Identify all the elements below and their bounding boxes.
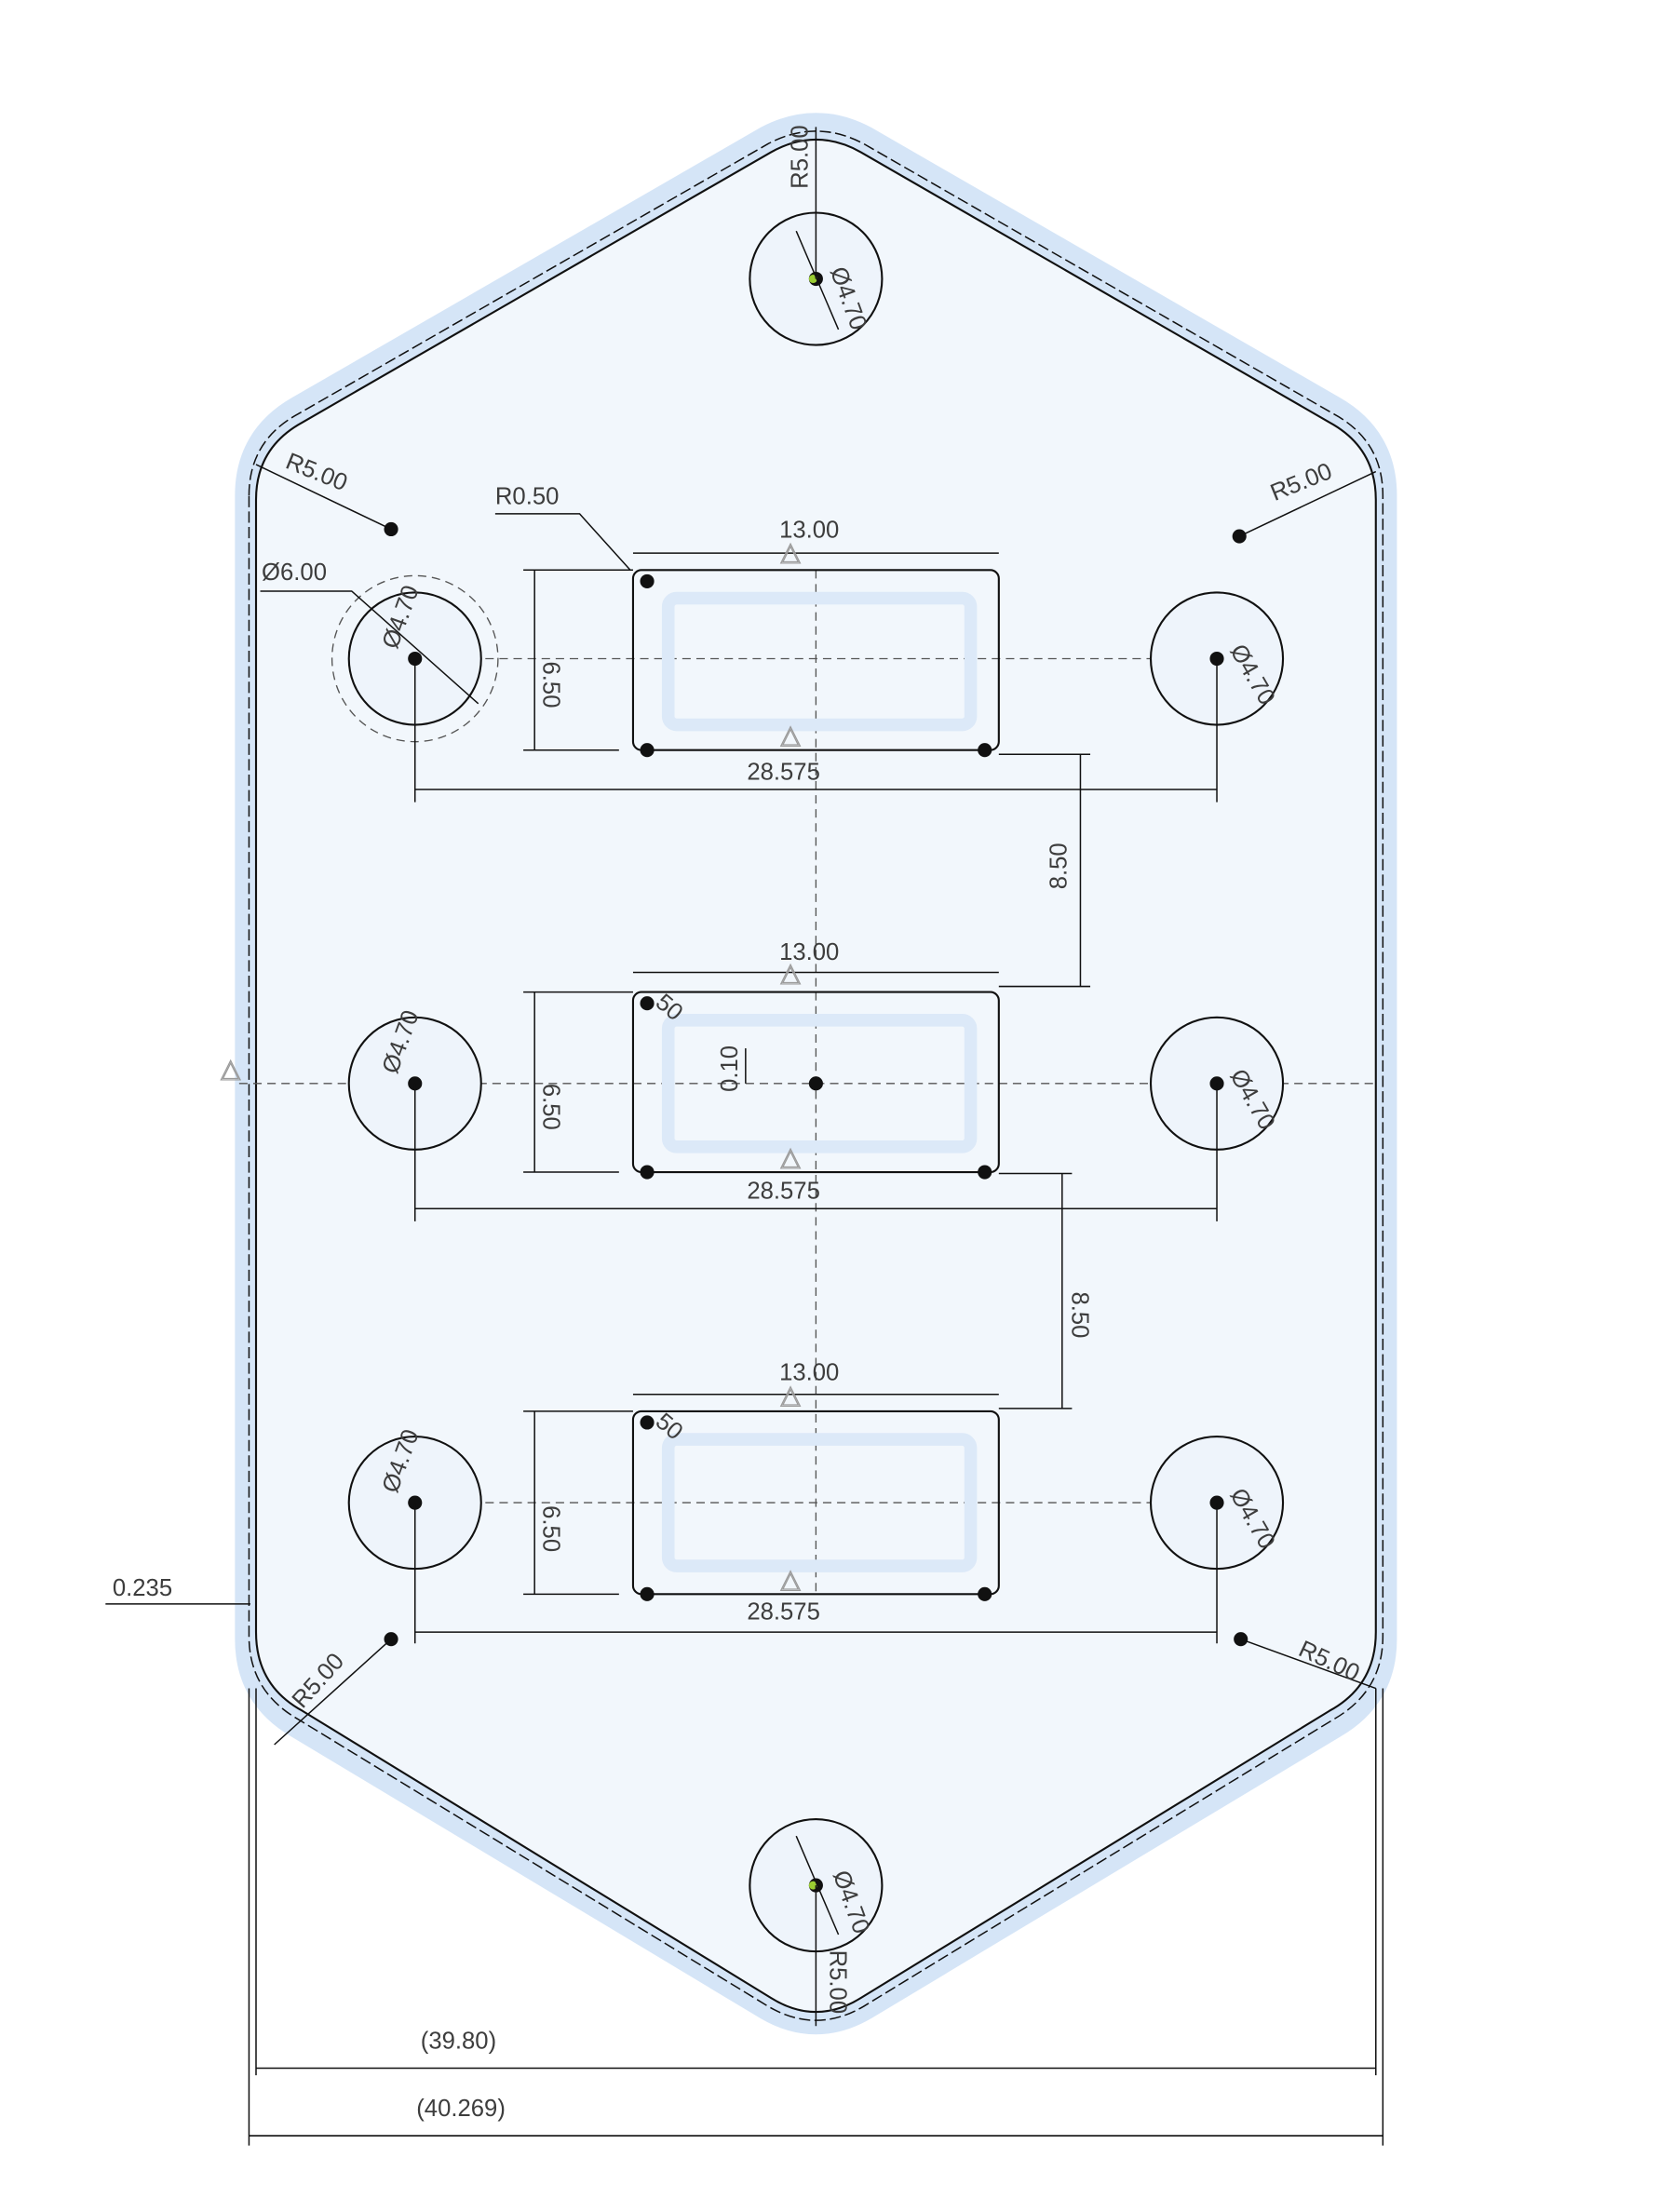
dim-slot3-height[interactable]: 6.50 (537, 1505, 563, 1552)
plate-outline[interactable] (254, 138, 1377, 2014)
dim-clearance-diameter[interactable]: Ø6.00 (262, 560, 327, 586)
dim-row-pitch-2[interactable]: 8.50 (1066, 1291, 1092, 1338)
plate-offset-outline (248, 130, 1384, 2021)
dim-row1-spacing[interactable]: 28.575 (747, 759, 820, 785)
dim-row3-spacing[interactable]: 28.575 (747, 1599, 820, 1625)
dimension-lines (105, 127, 1384, 2146)
dim-top-corner-radius[interactable]: R5.00 (787, 125, 813, 189)
dim-slot2-width[interactable]: 13.00 (779, 939, 839, 965)
triangle-icon: △ (781, 1381, 801, 1409)
triangle-icon: △ (781, 538, 801, 567)
triangle-icon: △ (781, 959, 801, 988)
dim-overall-width-offset[interactable]: (40.269) (416, 2096, 506, 2122)
rect-halo-2 (661, 1014, 978, 1153)
rect-cutout-1[interactable] (631, 569, 1000, 751)
rect-cutouts (631, 569, 1000, 1596)
triangle-icon: △ (221, 1054, 240, 1083)
dim-bottom-corner-radius[interactable]: R5.00 (825, 1950, 851, 2015)
dim-slot-corner-radius[interactable]: R0.50 (495, 483, 560, 509)
dim-row-pitch-1[interactable]: 8.50 (1046, 843, 1072, 889)
dim-offset-0-10[interactable]: 0.10 (717, 1045, 743, 1092)
constraint-glyphs: △ △ △ △ △ △ △ (221, 537, 802, 1594)
dim-slot1-height[interactable]: 6.50 (537, 662, 563, 708)
triangle-icon: △ (781, 1142, 801, 1171)
rect-halo-1 (661, 591, 978, 732)
dim-slot2-height[interactable]: 6.50 (537, 1084, 563, 1130)
dim-offset-0-235[interactable]: 0.235 (113, 1575, 172, 1601)
dim-slot1-width[interactable]: 13.00 (779, 518, 839, 544)
rect-cutout-3[interactable] (631, 1409, 1000, 1596)
dim-overall-width[interactable]: (39.80) (421, 2028, 496, 2054)
triangle-icon: △ (781, 721, 801, 749)
sketch-points (384, 271, 1248, 1893)
rect-halo-3 (661, 1433, 978, 1572)
plate-halo (235, 113, 1397, 2035)
triangle-icon: △ (781, 1565, 801, 1594)
dim-row2-spacing[interactable]: 28.575 (747, 1179, 820, 1205)
rect-cutout-2[interactable] (631, 991, 1000, 1174)
dim-slot3-width[interactable]: 13.00 (779, 1360, 839, 1386)
